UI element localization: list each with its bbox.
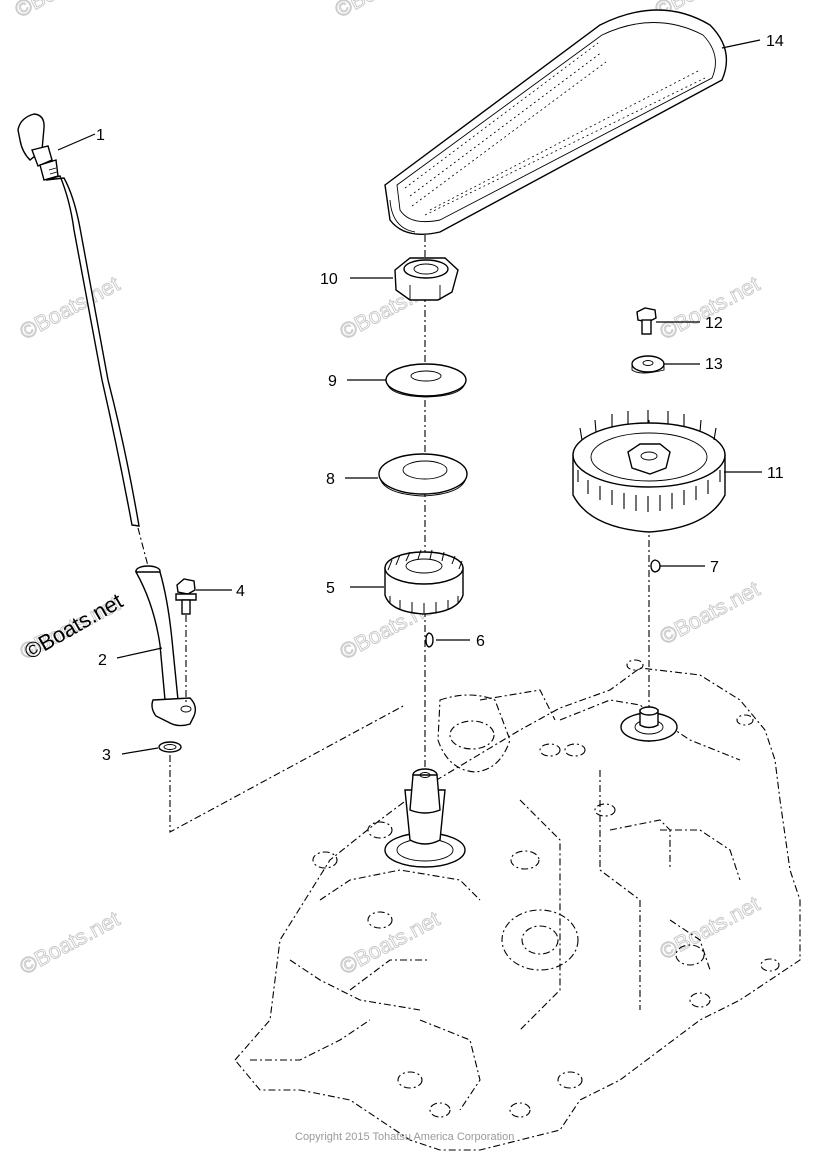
watermark: ©Boats.net: [656, 271, 764, 344]
watermark: ©Boats.net: [11, 0, 119, 22]
o-ring[interactable]: [158, 741, 182, 753]
callout-14[interactable]: 14: [766, 33, 784, 50]
camshaft-key[interactable]: [650, 559, 661, 573]
crankshaft-nut[interactable]: [394, 257, 459, 301]
watermark-bold: ©Boats.net: [20, 588, 127, 664]
leader-14: [721, 39, 761, 49]
callout-7[interactable]: 7: [710, 559, 719, 576]
watermark: ©Boats.net: [16, 271, 124, 344]
callout-2[interactable]: 2: [98, 652, 107, 669]
leader-1: [57, 133, 96, 151]
pulley-bolt[interactable]: [636, 307, 657, 335]
callout-1[interactable]: 1: [96, 127, 105, 144]
tube-bolt[interactable]: [175, 578, 197, 615]
watermark: ©Boats.net: [16, 906, 124, 979]
woodruff-key[interactable]: [425, 632, 434, 648]
drive-gear[interactable]: [384, 549, 464, 615]
callout-4[interactable]: 4: [236, 583, 245, 600]
plain-washer[interactable]: [631, 355, 665, 374]
callout-5[interactable]: 5: [326, 580, 335, 597]
copyright-notice: Copyright 2015 Tohatsu America Corporati…: [295, 1131, 514, 1143]
watermark: ©Boats.net: [656, 576, 764, 649]
callout-13[interactable]: 13: [705, 356, 723, 373]
callout-12[interactable]: 12: [705, 315, 723, 332]
assembly-connector: [169, 704, 406, 833]
callout-3[interactable]: 3: [102, 747, 111, 764]
crankshaft-stub[interactable]: [384, 768, 466, 868]
timing-belt[interactable]: [384, 9, 728, 235]
leader-2: [116, 647, 163, 659]
leader-3: [121, 747, 159, 755]
pulley-plate[interactable]: [378, 453, 468, 497]
watermark: ©Boats.net: [331, 0, 439, 22]
axis-dipstick: [137, 527, 149, 567]
dipstick-tube[interactable]: [134, 565, 197, 727]
callout-11[interactable]: 11: [767, 465, 784, 482]
watermark: ©Boats.net: [336, 906, 444, 979]
callout-6[interactable]: 6: [476, 633, 485, 650]
engine-block: [234, 659, 801, 1151]
lock-washer[interactable]: [385, 363, 467, 398]
driven-pulley[interactable]: [572, 410, 726, 533]
callout-10[interactable]: 10: [320, 271, 338, 288]
camshaft-stub[interactable]: [620, 706, 678, 742]
watermark: ©Boats.net: [656, 891, 764, 964]
oil-dipstick[interactable]: [17, 113, 140, 527]
callout-8[interactable]: 8: [326, 471, 335, 488]
callout-9[interactable]: 9: [328, 373, 337, 390]
